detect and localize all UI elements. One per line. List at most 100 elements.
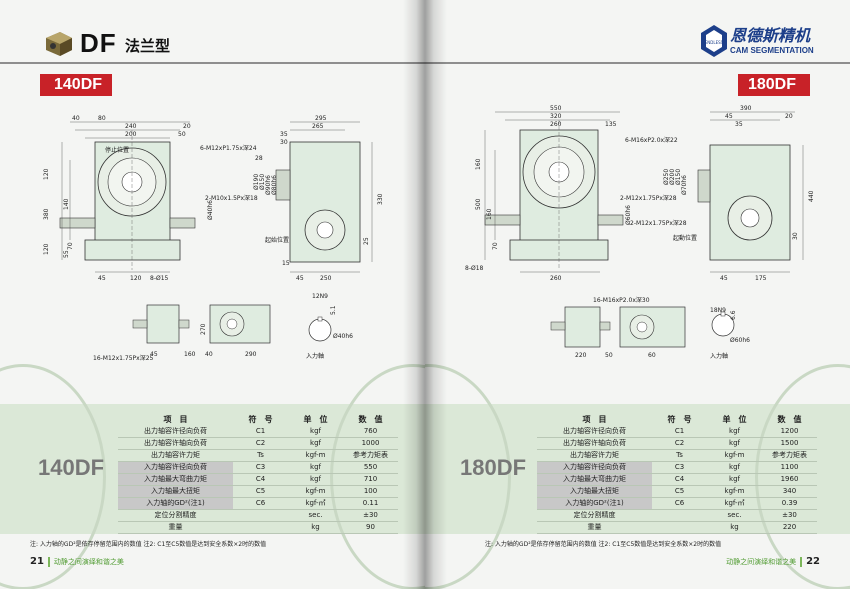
dimension-label: Ø190 <box>253 174 260 190</box>
page-gutter-shadow <box>403 0 425 589</box>
dimension-label: 50 <box>605 352 613 359</box>
spec-cell: 220 <box>762 521 817 534</box>
spec-cell: C3 <box>652 461 707 474</box>
spec-cell <box>652 521 707 534</box>
spec-cell: 1500 <box>762 437 817 450</box>
dimension-label: 380 <box>43 208 50 220</box>
dimension-label: 270 <box>200 323 207 335</box>
spec-cell: 550 <box>343 461 398 474</box>
dimension-label: 440 <box>808 190 815 202</box>
dimension-label: 120 <box>43 168 50 180</box>
spec-cell <box>233 521 288 534</box>
dimension-label: Ø80h6 <box>271 175 278 195</box>
dimension-label: 18N9 <box>710 307 726 314</box>
dimension-label: Ø150 <box>259 174 266 190</box>
spec-cell: kgf <box>288 473 343 486</box>
dimension-label: 8-Ø18 <box>465 265 484 272</box>
dimension-label: 160 <box>184 351 196 358</box>
spec-cell: C3 <box>233 461 288 474</box>
dimension-label: 260 <box>550 121 562 128</box>
dimension-label: 入力軸 <box>306 352 324 360</box>
spec-cell: 出力轴容许径向负荷 <box>537 426 652 438</box>
dimension-label: 30 <box>280 139 288 146</box>
spec-cell: 340 <box>762 485 817 498</box>
dimension-label: 6-M12xP1.75x深24 <box>200 144 257 152</box>
spec-cell: C6 <box>233 497 288 510</box>
footnote: 注: 入力轴的GD²是依存停留范围内的数值 注2: C1至C5数值是达到安全系数… <box>30 541 267 548</box>
dimension-label: Ø250 <box>663 169 670 185</box>
dimension-label: 320 <box>550 113 562 120</box>
spec-cell: 1960 <box>762 473 817 486</box>
spec-cell: kgf <box>288 426 343 438</box>
dimension-label: 220 <box>575 352 587 359</box>
dimension-label: Ø60h6 <box>625 205 632 225</box>
dimension-label: 35 <box>735 121 743 128</box>
spec-cell: kgf <box>707 473 762 486</box>
spec-cell <box>652 509 707 522</box>
dimension-label: 25 <box>363 237 370 245</box>
spec-cell: C6 <box>652 497 707 510</box>
spec-cell: kgf <box>707 461 762 474</box>
spec-cell: 重量 <box>537 521 652 534</box>
spec-cell: sec. <box>707 509 762 522</box>
footer-slogan: 动静之间演绎和谐之美 <box>53 558 124 566</box>
spec-header-cell: 数 值 <box>358 414 383 424</box>
dimension-label: 40 <box>72 115 80 122</box>
dimension-label: 240 <box>125 123 137 130</box>
spec-cell: C5 <box>233 485 288 498</box>
spec-cell: 0.11 <box>343 497 398 510</box>
dimension-label: 140 <box>63 198 70 210</box>
spec-cell: 入力轴容许径向负荷 <box>118 461 233 474</box>
spec-cell: 重量 <box>118 521 233 534</box>
dimension-label: 30 <box>792 232 799 240</box>
dimension-label: 260 <box>550 275 562 282</box>
dimension-label: 160 <box>475 158 482 170</box>
dimension-label: 8-Ø15 <box>150 275 169 282</box>
spec-cell: kgf-㎡ <box>288 497 343 510</box>
right-page: ENDLESS 恩德斯精机 CAM SEGMENTATION 180DF <box>425 0 850 589</box>
dimension-label: Ø150 <box>675 169 682 185</box>
spec-cell: 1000 <box>343 437 398 450</box>
dimension-label: 45 <box>296 275 304 282</box>
spec-cell: kg <box>707 521 762 534</box>
dimension-label: 390 <box>740 105 752 112</box>
brand-name-cn: 恩德斯精机 <box>730 26 811 45</box>
spec-cell: 1100 <box>762 461 817 474</box>
dimension-label: Ø90h6 <box>265 175 272 195</box>
spec-cell: ±30 <box>343 509 398 522</box>
spec-cell: 出力轴容许轴向负荷 <box>537 437 652 450</box>
brand-name-en: CAM SEGMENTATION <box>730 46 814 55</box>
spec-cell: 入力轴最大弯曲力矩 <box>118 473 233 486</box>
dimension-label: 45 <box>720 275 728 282</box>
spec-cell: 定位分割精度 <box>537 509 652 522</box>
footnote: 注: 入力轴的GD²是依存停留范围内的数值 注2: C1至C5数值是达到安全系数… <box>485 541 722 548</box>
dimension-label: 6-M16xP2.0x深22 <box>625 136 678 144</box>
spec-cell: 90 <box>343 521 398 534</box>
spec-cell: 710 <box>343 473 398 486</box>
footer-slogan: 动静之间演绎和谐之美 <box>726 558 797 566</box>
spec-cell: 出力轴容许轴向负荷 <box>118 437 233 450</box>
spec-header-cell: 符 号 <box>248 414 273 424</box>
dimension-label: 290 <box>245 351 257 358</box>
dimension-label: 80 <box>98 115 106 122</box>
dimension-label: 35 <box>280 131 288 138</box>
spec-cell: 入力轴最大弯曲力矩 <box>537 473 652 486</box>
dimension-label: 70 <box>67 242 74 250</box>
spec-cell: 100 <box>343 485 398 498</box>
brand-mark-text: ENDLESS <box>705 40 724 45</box>
spec-cell: 参考力矩表 <box>343 449 398 462</box>
